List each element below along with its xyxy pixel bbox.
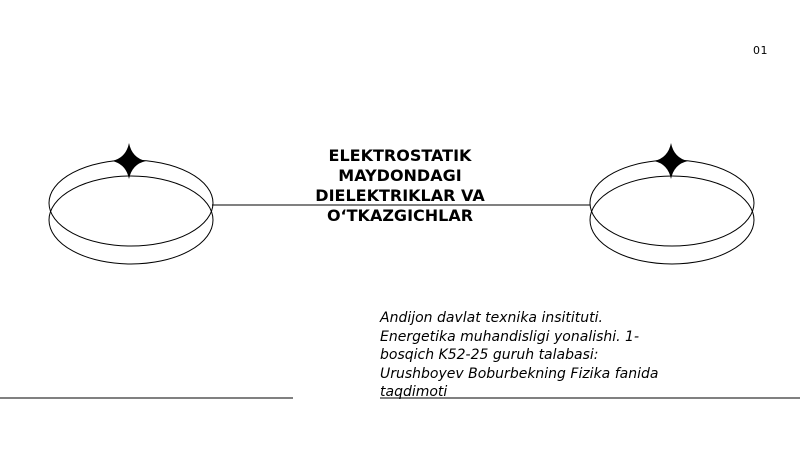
slide-subtitle: Andijon davlat texnika insitituti. Energ… bbox=[380, 310, 659, 400]
page-number: 01 bbox=[753, 44, 768, 57]
sparkle-star-icon bbox=[112, 143, 146, 179]
right-ring bbox=[589, 159, 755, 265]
left-ring bbox=[48, 159, 214, 265]
sparkle-star-icon bbox=[654, 143, 688, 179]
slide-title: ELEKTROSTATIK MAYDONDAGI DIELEKTRIKLAR V… bbox=[315, 146, 485, 225]
